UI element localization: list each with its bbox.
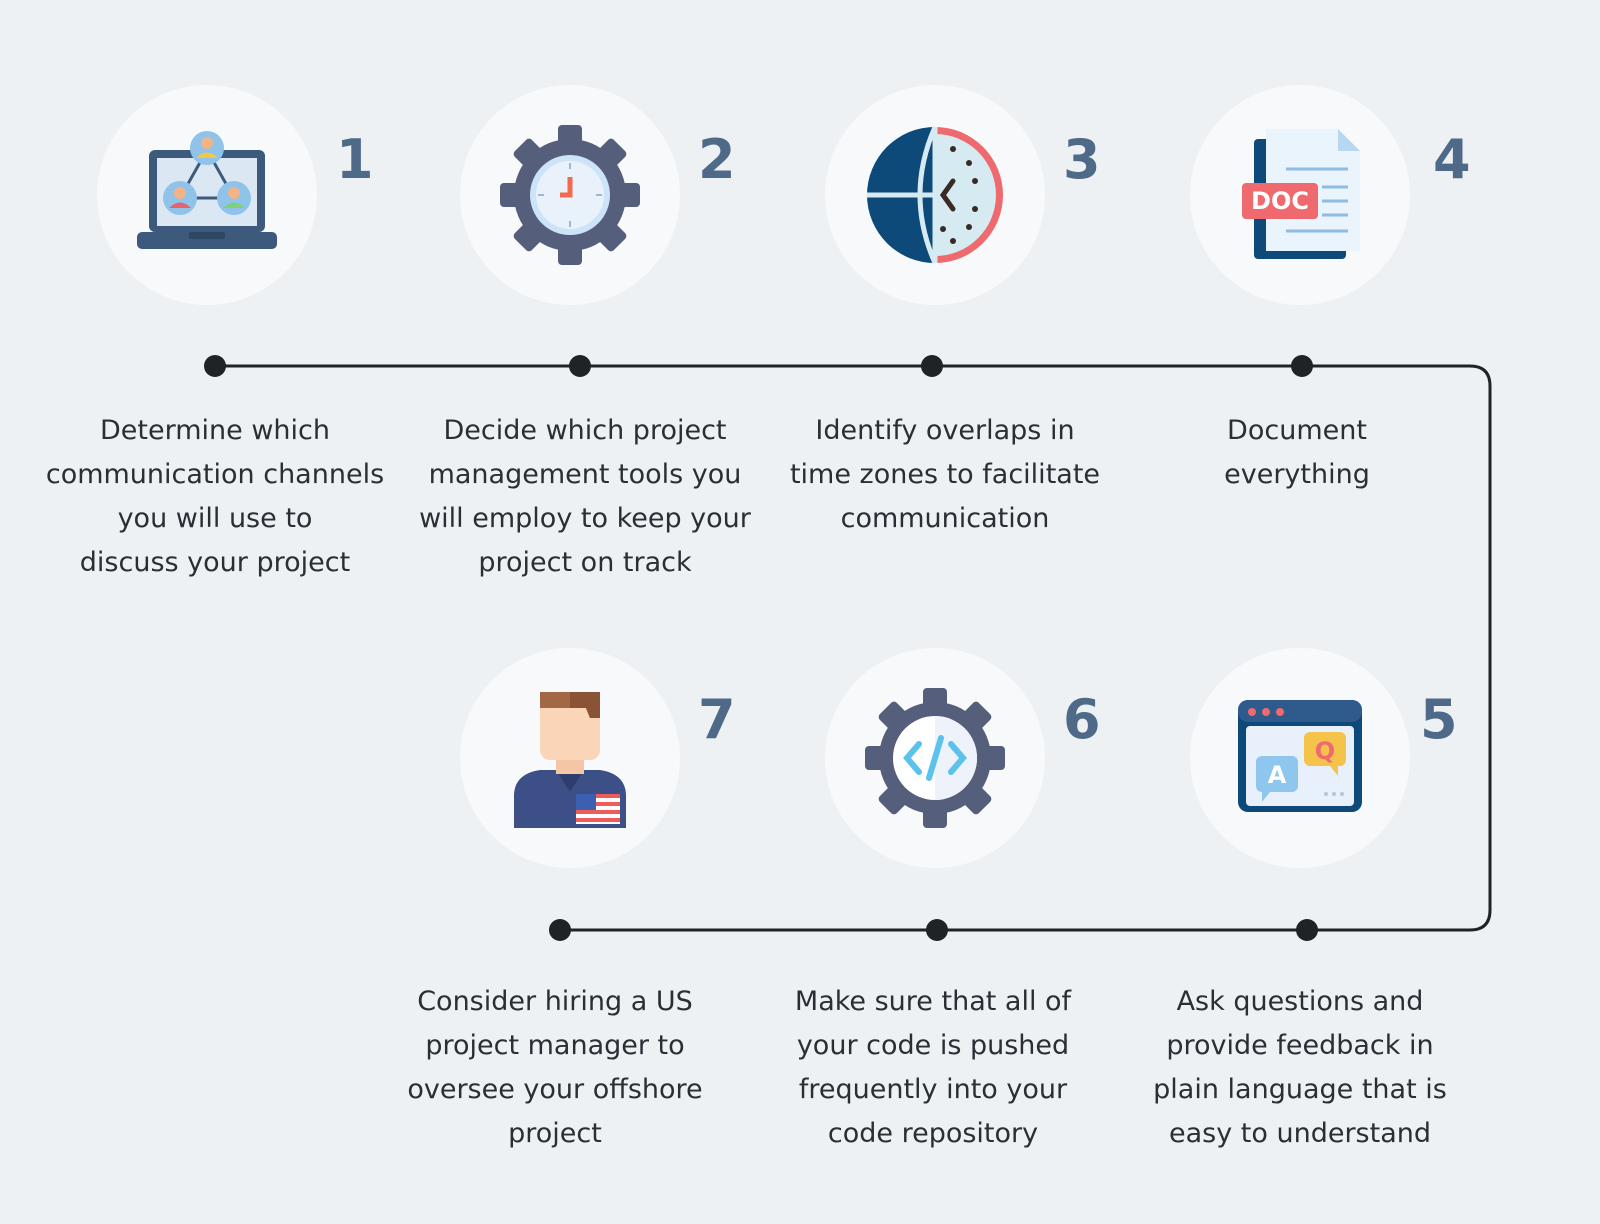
node-dot-4 (1291, 355, 1313, 377)
step-6-description: Make sure that all of your code is pushe… (794, 986, 1072, 1149)
step-3-number: 3 (1063, 128, 1101, 191)
bubble-a-letter: A (1268, 761, 1287, 789)
node-dot-3 (921, 355, 943, 377)
node-dot-1 (204, 355, 226, 377)
timeline-path (215, 364, 1492, 932)
step-1-icon-circle (97, 85, 317, 305)
step-5-description: Ask questions and provide feedback in pl… (1153, 986, 1447, 1149)
step-4-number: 4 (1433, 128, 1471, 191)
step-2-description: Decide which project management tools yo… (419, 415, 751, 578)
step-3-description: Identify overlaps in time zones to facil… (789, 415, 1101, 534)
globe-clock-icon (867, 125, 1003, 265)
step-7-icon-circle (460, 648, 680, 868)
us-manager-icon (514, 692, 626, 828)
bubble-q-letter: Q (1315, 737, 1335, 765)
step-2-number: 2 (698, 128, 736, 191)
node-dot-5 (1296, 919, 1318, 941)
laptop-network-icon (137, 131, 277, 249)
qa-window-icon: Q A (1238, 700, 1362, 812)
step-4-icon-circle: DOC (1190, 85, 1410, 305)
step-1-description: Determine which communication channels y… (45, 415, 385, 578)
doc-label: DOC (1251, 187, 1309, 215)
step-3-icon-circle (825, 85, 1045, 305)
node-dot-6 (926, 919, 948, 941)
step-6-number: 6 (1063, 688, 1101, 751)
node-dot-2 (569, 355, 591, 377)
doc-file-icon: DOC (1242, 129, 1360, 259)
gear-code-icon (865, 688, 1005, 828)
step-7-description: Consider hiring a US project manager to … (407, 986, 703, 1149)
step-2-icon-circle (460, 85, 680, 305)
step-7-number: 7 (698, 688, 736, 751)
gear-clock-icon (500, 125, 640, 265)
step-5-icon-circle: Q A (1190, 648, 1410, 868)
step-6-icon-circle (825, 648, 1045, 868)
step-5-number: 5 (1420, 688, 1458, 751)
step-1-number: 1 (336, 128, 374, 191)
node-dot-7 (549, 919, 571, 941)
step-4-description: Document everything (1224, 415, 1370, 490)
